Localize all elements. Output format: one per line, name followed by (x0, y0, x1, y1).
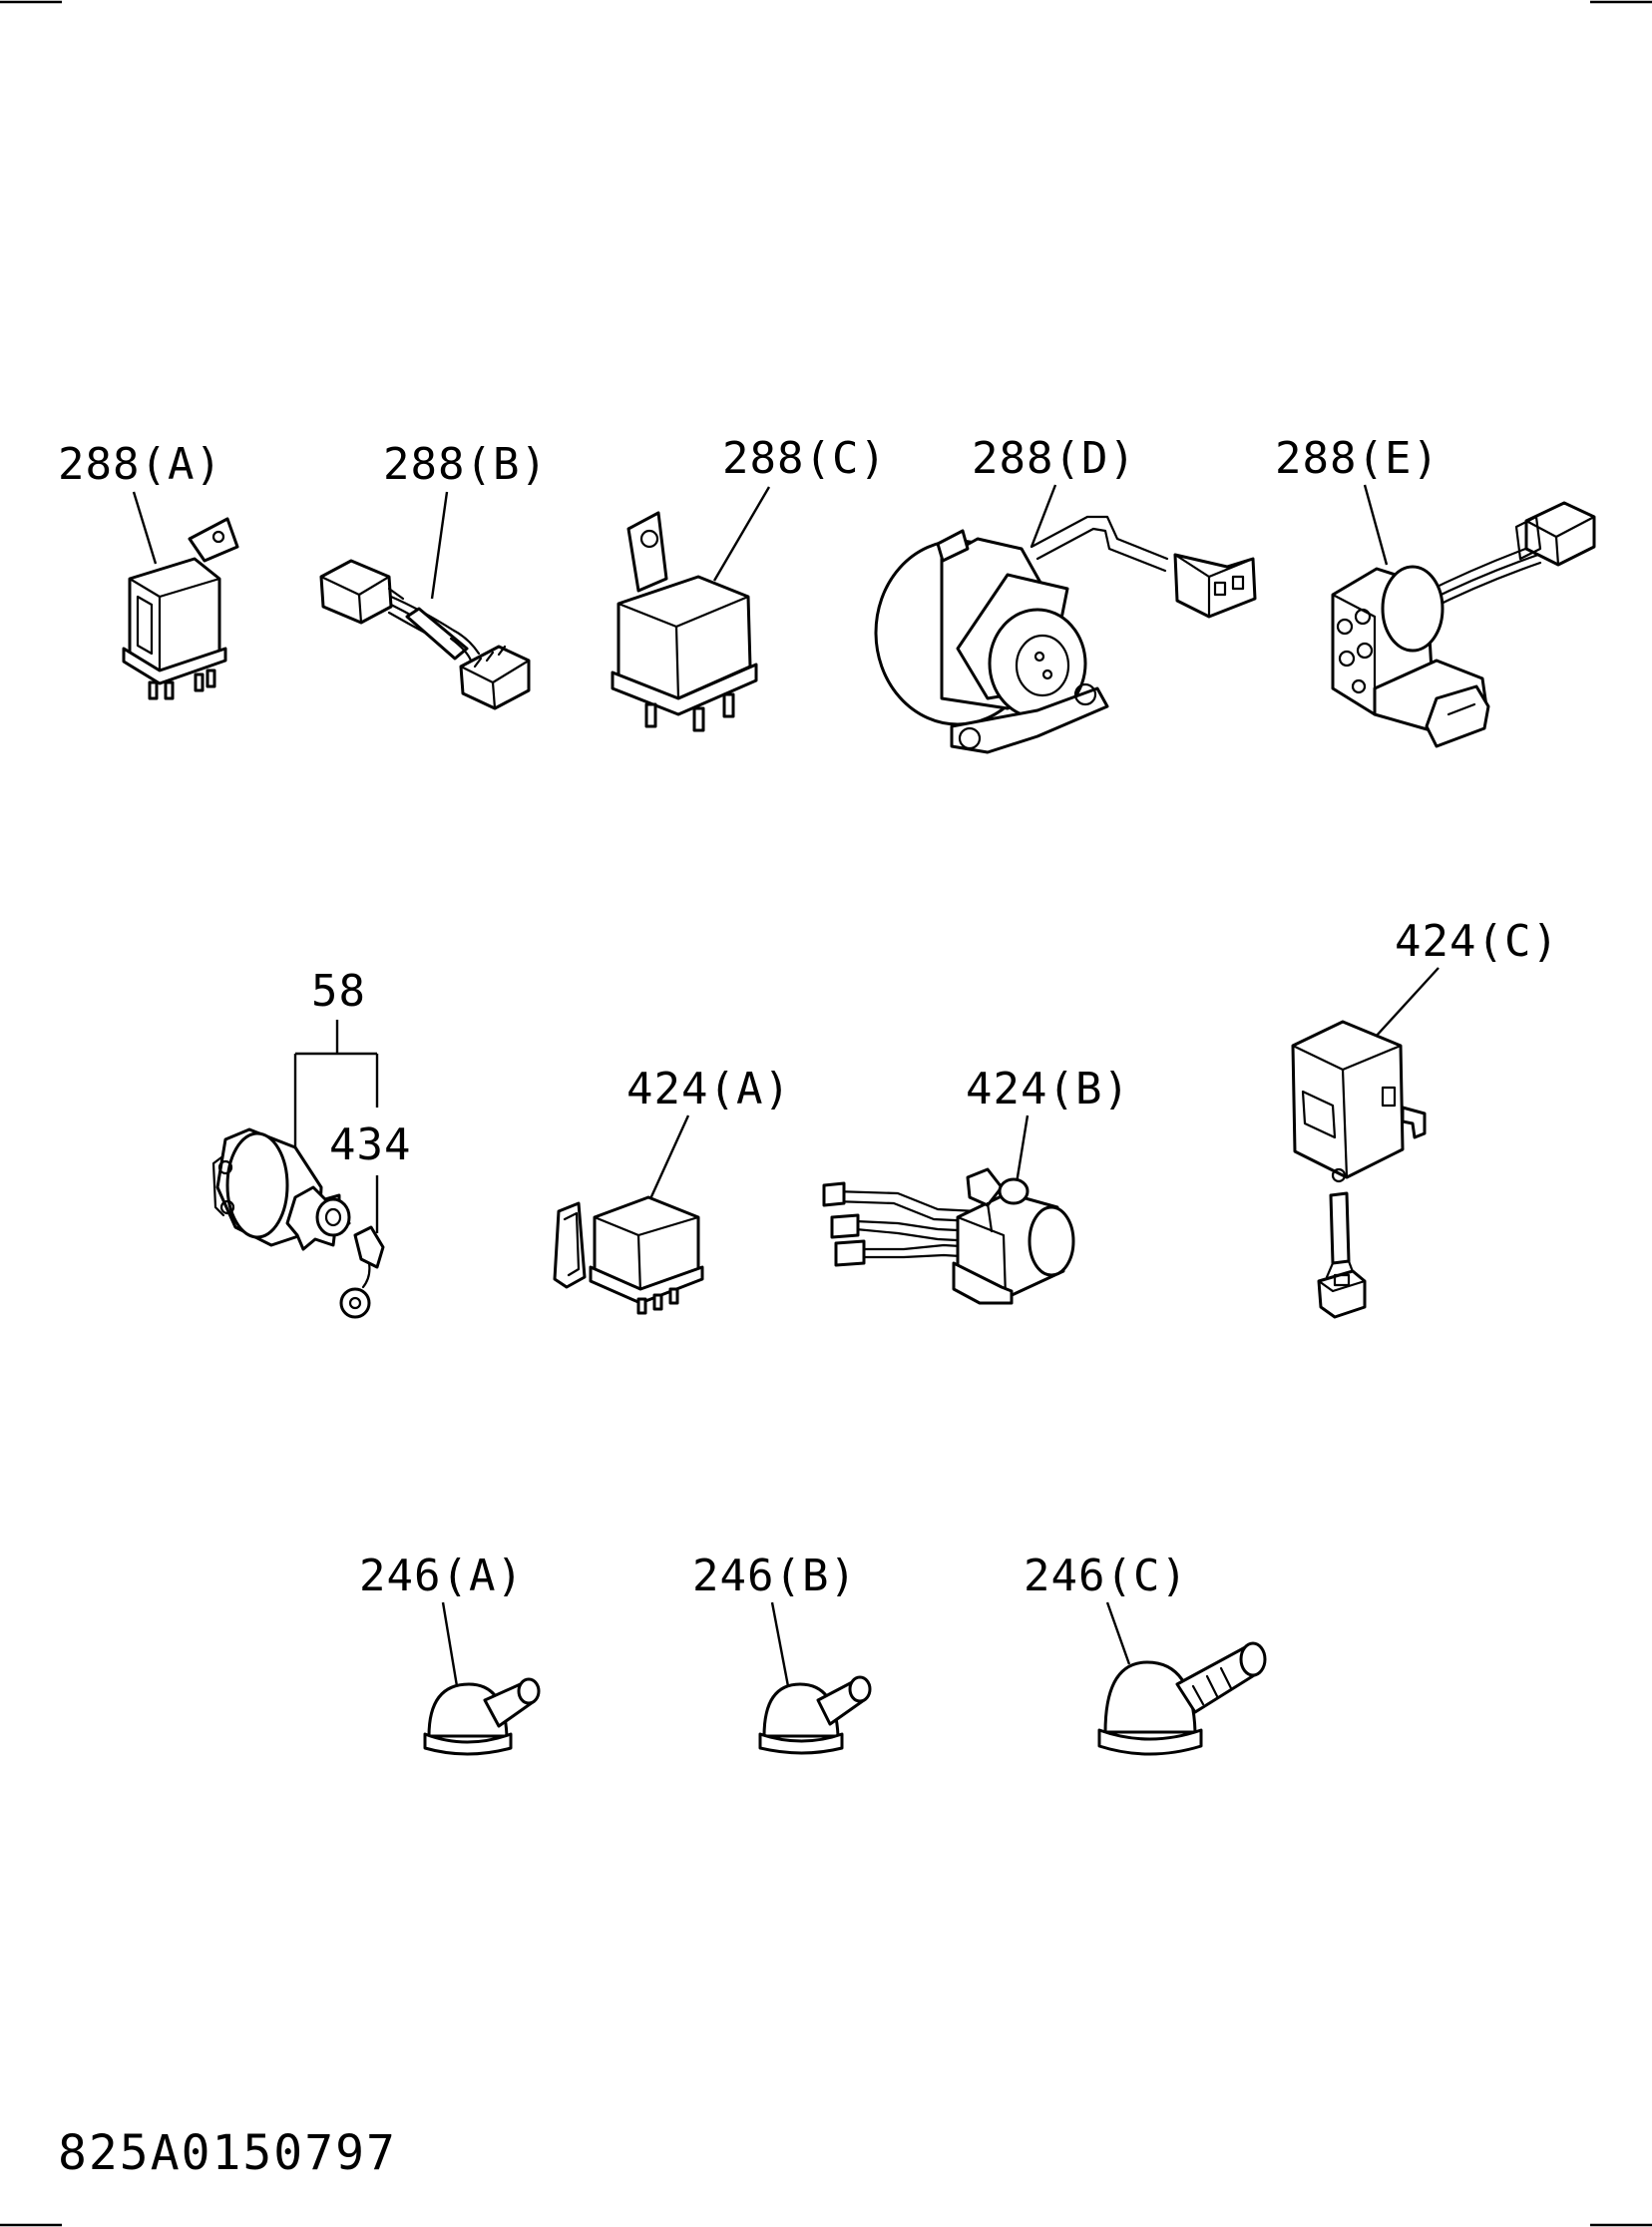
part-288d-solenoid[interactable]: 288(D) (874, 433, 1257, 754)
part-288b-harness[interactable]: 288(B) (319, 439, 548, 710)
part-246b-boot[interactable]: 246(B) (692, 1551, 872, 1755)
drawing-number: 825A0150797 (58, 2125, 397, 2181)
part-424b-solenoid[interactable]: 424(B) (822, 1064, 1130, 1305)
part-288c-relay[interactable]: 288(C) (611, 433, 887, 732)
part-288a-relay[interactable]: 288(A) (58, 439, 239, 700)
callout-288c: 288(C) (722, 433, 887, 484)
callout-288e: 288(E) (1275, 433, 1440, 484)
part-288e-solenoid[interactable]: 288(E) (1275, 433, 1596, 748)
part-424a-relay[interactable]: 424(A) (553, 1064, 791, 1315)
callout-424a: 424(A) (626, 1064, 791, 1114)
callout-246a: 246(A) (359, 1551, 524, 1601)
callout-288a: 288(A) (58, 439, 222, 490)
part-58-key-switch[interactable]: 58 434 (211, 966, 411, 1319)
part-246a-boot[interactable]: 246(A) (359, 1551, 541, 1756)
part-246c-boot[interactable]: 246(C) (1024, 1551, 1267, 1756)
part-424c-control-box[interactable]: 424(C) (1291, 916, 1559, 1319)
callout-434: 434 (329, 1119, 411, 1170)
callout-246c: 246(C) (1024, 1551, 1188, 1601)
callout-424c: 424(C) (1395, 916, 1559, 967)
callout-58: 58 (311, 966, 366, 1017)
callout-288b: 288(B) (383, 439, 548, 490)
callout-246b: 246(B) (692, 1551, 857, 1601)
callout-424b: 424(B) (966, 1064, 1130, 1114)
callout-288d: 288(D) (972, 433, 1136, 484)
